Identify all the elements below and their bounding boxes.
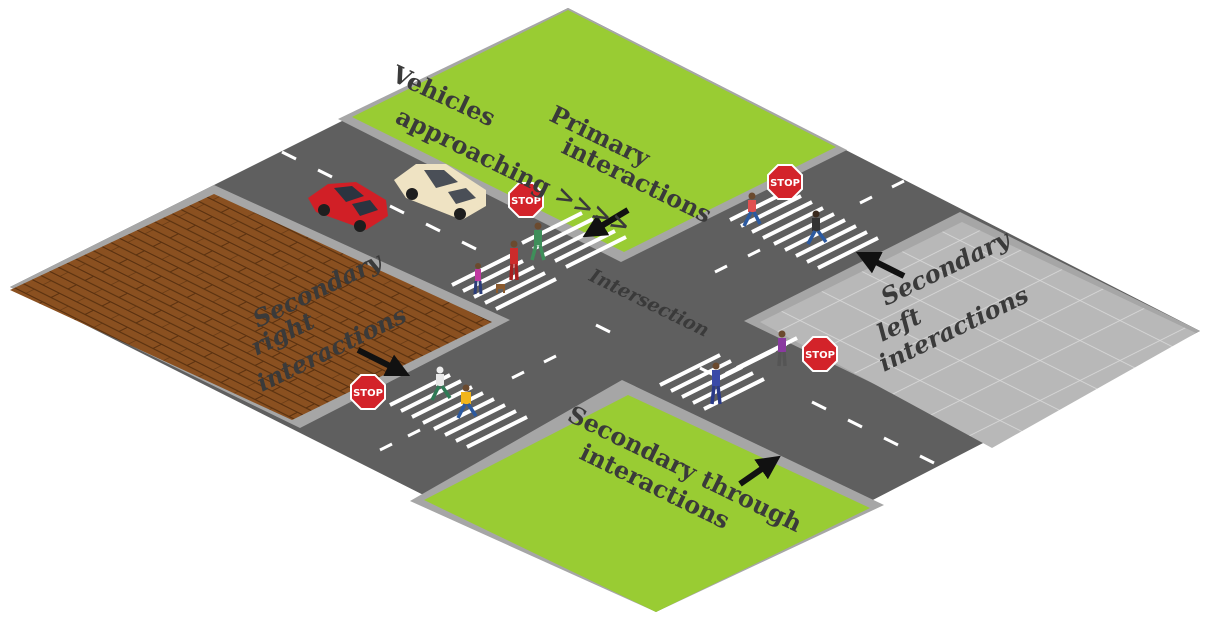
pedestrian-icon [530, 222, 546, 261]
grass-top [352, 10, 836, 252]
road-surface [10, 8, 1200, 612]
arrow-icon [582, 207, 630, 238]
pedestrian-icon [430, 366, 452, 401]
crosswalk-bottom-right [659, 336, 798, 411]
pedestrian-icon [509, 240, 519, 281]
stop-label: STOP [805, 350, 835, 361]
pedestrian-icon [806, 210, 828, 245]
pedestrian-icon [742, 192, 762, 227]
pedestrian-icon [473, 263, 483, 295]
car-icon [394, 164, 486, 220]
stop-sign-icon: STOP [802, 336, 838, 372]
pedestrian-icon [710, 362, 722, 405]
car-icon [308, 182, 388, 232]
pedestrian-icon [456, 384, 478, 419]
arrow-icon [738, 455, 781, 487]
pedestrian-icon [777, 330, 787, 367]
stop-label: STOP [770, 178, 800, 189]
lane-markings [281, 150, 971, 483]
stop-sign-icon: STOP [767, 164, 803, 200]
brick-plaza [10, 194, 492, 420]
tile-pavement [760, 222, 1196, 448]
stop-sign-icon: STOP [508, 182, 544, 218]
grass-bottom [424, 395, 870, 612]
dog-icon [496, 284, 505, 293]
stop-label: STOP [353, 388, 383, 399]
stop-sign-icon: STOP [350, 374, 386, 410]
arrow-icon [356, 347, 411, 377]
stop-label: STOP [511, 196, 541, 207]
arrow-icon [855, 251, 906, 279]
